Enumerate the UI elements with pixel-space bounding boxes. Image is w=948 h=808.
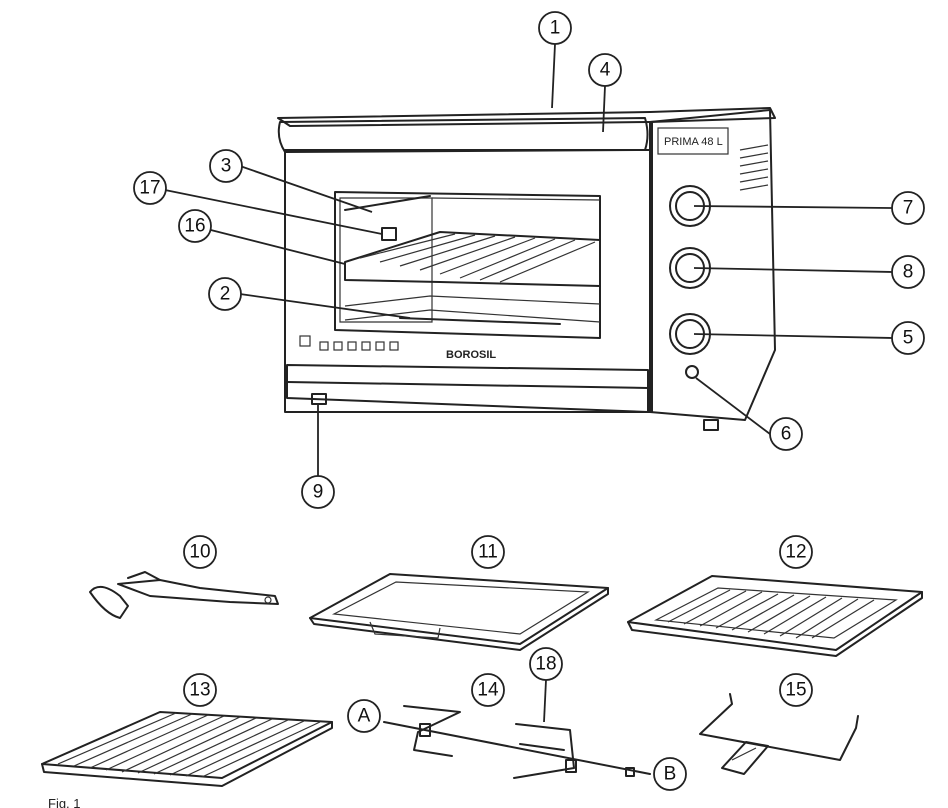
svg-text:4: 4 [600,60,611,81]
function-icons [299,335,399,351]
svg-text:10: 10 [189,542,210,563]
svg-text:13: 13 [189,680,210,701]
svg-text:8: 8 [903,262,914,283]
oven-foot-right [703,419,719,431]
callout-11: 11 [471,535,505,569]
svg-text:16: 16 [184,216,205,237]
callout-18: 18 [529,647,563,681]
callout-9: 9 [301,475,335,509]
callout-B: B [653,757,687,791]
svg-text:3: 3 [221,156,232,177]
callout-17: 17 [133,171,167,205]
wire-rack-inside [344,231,601,287]
svg-text:9: 9 [313,482,324,503]
model-label: PRIMA 48 L [664,136,723,148]
oven-body: BOROSIL PRIMA 48 L [277,107,776,431]
svg-text:15: 15 [785,680,806,701]
callout-6: 6 [769,417,803,451]
callout-16: 16 [178,209,212,243]
callout-4: 4 [588,53,622,87]
callout-7: 7 [891,191,925,225]
power-indicator-light [685,365,699,379]
baking-tray [309,573,609,651]
svg-text:2: 2 [220,284,231,305]
callout-1: 1 [538,11,572,45]
callout-13: 13 [183,673,217,707]
svg-text:1: 1 [550,18,561,39]
oven-foot-left [311,393,327,405]
svg-text:7: 7 [903,198,914,219]
svg-text:A: A [358,706,371,727]
svg-text:17: 17 [139,178,160,199]
callout-14: 14 [471,673,505,707]
svg-text:14: 14 [477,680,499,701]
svg-text:5: 5 [903,328,914,349]
svg-text:18: 18 [535,654,556,675]
svg-text:B: B [664,764,677,785]
control-panel [649,109,776,421]
rotisserie-spit [383,705,651,779]
callout-8: 8 [891,255,925,289]
svg-text:12: 12 [785,542,806,563]
callout-12: 12 [779,535,813,569]
tray-handle-tongs [89,571,279,619]
brand-label: BOROSIL [446,349,496,361]
callout-2: 2 [208,277,242,311]
callout-A: A [347,699,381,733]
glass-window [334,191,601,339]
callout-5: 5 [891,321,925,355]
wire-rack [41,711,333,787]
callout-15: 15 [779,673,813,707]
svg-text:6: 6 [781,424,792,445]
rack-support [381,227,397,241]
callout-10: 10 [183,535,217,569]
figure-caption: Fig. 1 [48,796,81,808]
side-vents [739,144,769,191]
svg-text:11: 11 [478,542,498,563]
callout-3: 3 [209,149,243,183]
rotisserie-handle [699,693,859,775]
leader-lines [164,43,893,723]
grill-pan [627,575,923,657]
